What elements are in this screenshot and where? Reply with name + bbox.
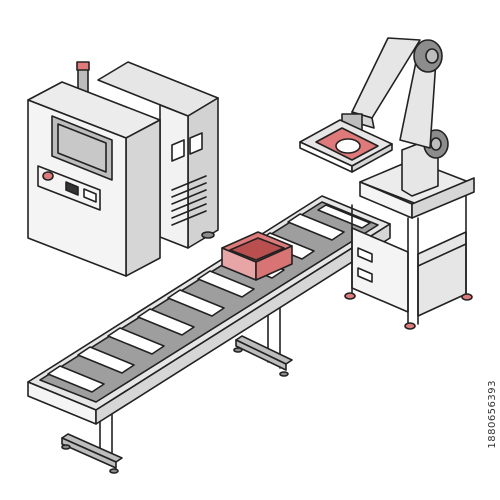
emergency-stop-icon <box>42 171 54 181</box>
stock-id-label: 1880656393 <box>487 380 498 449</box>
robot-station <box>299 37 475 330</box>
control-cabinet <box>27 61 219 277</box>
vacuum-gripper <box>299 119 393 173</box>
conveyor <box>27 195 391 474</box>
product-box <box>221 231 293 281</box>
cabinet-vents <box>171 175 207 226</box>
conveyor-legs <box>61 295 293 474</box>
control-panel <box>37 165 101 211</box>
control-screen <box>51 115 113 181</box>
